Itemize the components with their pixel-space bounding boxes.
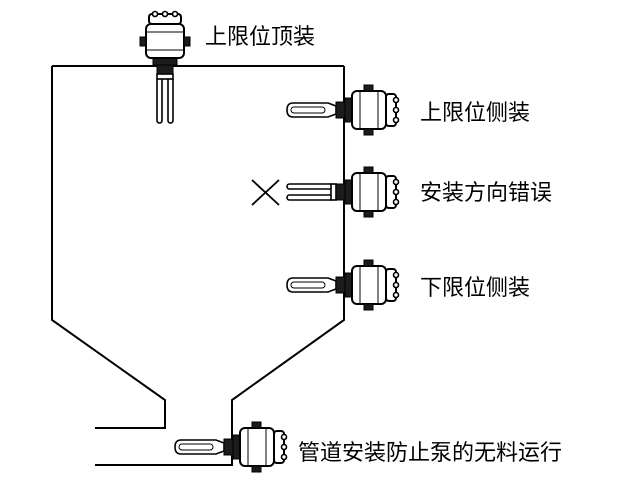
lower-side-mount-sensor-icon (286, 259, 400, 311)
process-thread (335, 101, 346, 119)
cable-gland-top (139, 36, 147, 47)
cap-knurl (392, 198, 400, 206)
cable-gland-bottom (183, 36, 191, 47)
fork-tine-2 (286, 194, 334, 201)
cap-knurl (392, 291, 400, 299)
fork-paddle (286, 277, 337, 293)
process-thread (335, 276, 346, 294)
cap-knurl (392, 106, 400, 114)
housing-body (351, 172, 387, 212)
housing-body (145, 23, 185, 59)
label-upper-side-mount: 上限位侧装 (420, 101, 530, 126)
cap-knurl (280, 453, 288, 461)
housing-body (351, 265, 387, 305)
fork-slot (290, 281, 326, 289)
cap-knurl (392, 188, 400, 196)
cap-knurl (151, 10, 159, 18)
cable-gland-bottom (251, 465, 262, 473)
process-thread (335, 183, 346, 201)
fork-slot (178, 443, 214, 451)
silo-right-wall (95, 66, 345, 466)
hex-nut (344, 97, 353, 123)
process-thread (156, 64, 174, 75)
cap-knurl (392, 271, 400, 279)
cap-knurl (392, 116, 400, 124)
cap-knurl (280, 443, 288, 451)
x-mark-icon (251, 179, 280, 206)
housing-body (351, 90, 387, 130)
fork-tine-1 (156, 76, 163, 124)
housing-body (239, 427, 275, 467)
cap-knurl (161, 10, 169, 18)
fork-paddle (174, 439, 225, 455)
cap-knurl (392, 281, 400, 289)
cable-gland-top (363, 84, 374, 92)
fork-base (330, 183, 337, 201)
fork-base (156, 73, 174, 80)
cap-knurl (280, 433, 288, 441)
cable-gland-top (251, 421, 262, 429)
label-lower-side-mount: 下限位侧装 (420, 276, 530, 301)
hex-nut (232, 434, 241, 460)
fork-tine-1 (286, 183, 334, 190)
cap-knurl (171, 10, 179, 18)
fork-tine-2 (167, 76, 174, 124)
upper-side-mount-sensor-icon (286, 84, 400, 136)
cap-knurl (392, 96, 400, 104)
cable-gland-bottom (363, 303, 374, 311)
fork-paddle (286, 102, 337, 118)
hex-nut (152, 57, 178, 66)
label-wrong-orientation: 安装方向错误 (420, 181, 552, 206)
pipe-mount-sensor-icon (174, 421, 288, 473)
process-thread (223, 438, 234, 456)
label-top-mount: 上限位顶装 (205, 25, 315, 50)
silo-left-wall (51, 66, 166, 429)
top-mount-sensor-icon (139, 10, 191, 124)
hex-nut (344, 179, 353, 205)
hex-nut (344, 272, 353, 298)
cap-knurl (392, 178, 400, 186)
cable-gland-top (363, 259, 374, 267)
cable-gland-bottom (363, 128, 374, 136)
label-pipe-mount: 管道安装防止泵的无料运行 (298, 441, 562, 466)
wrong-orientation-sensor-icon (286, 166, 400, 218)
cable-gland-bottom (363, 210, 374, 218)
cable-gland-top (363, 166, 374, 174)
fork-slot (290, 106, 326, 114)
